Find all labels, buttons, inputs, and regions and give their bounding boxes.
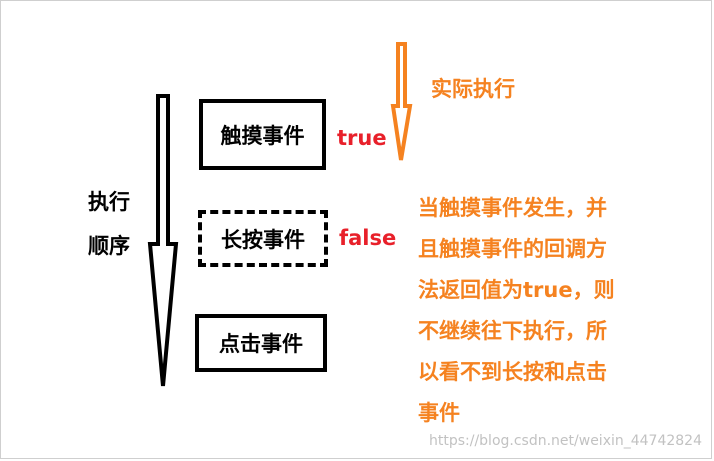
click-event-box: 点击事件 (195, 314, 327, 372)
explanation-line-4: 不继续往下执行，所 (418, 319, 607, 343)
order-label-line2: 顺序 (88, 234, 130, 258)
touch-return-value: true (337, 126, 387, 150)
explanation-line-6: 事件 (418, 401, 460, 425)
watermark-text: https://blog.csdn.net/weixin_44742824 (428, 433, 702, 449)
explanation-line-5: 以看不到长按和点击 (418, 360, 607, 384)
long-press-event-box: 长按事件 (198, 210, 328, 267)
explanation-line-1: 当触摸事件发生，并 (418, 196, 607, 220)
long-press-return-value: false (339, 226, 397, 250)
explanation-line-2: 且触摸事件的回调方 (418, 237, 607, 261)
order-label-line1: 执行 (88, 190, 130, 214)
click-event-label: 点击事件 (219, 332, 303, 356)
touch-event-label: 触摸事件 (220, 123, 305, 148)
explanation-text: 当触摸事件发生，并 且触摸事件的回调方 法返回值为true，则 不继续往下执行，… (418, 188, 615, 434)
actual-execution-label: 实际执行 (431, 77, 515, 101)
order-arrow (147, 94, 179, 387)
long-press-event-label: 长按事件 (221, 227, 305, 252)
actual-execution-arrow (390, 42, 413, 161)
explanation-line-3: 法返回值为true，则 (418, 278, 615, 302)
touch-event-box: 触摸事件 (199, 99, 326, 170)
